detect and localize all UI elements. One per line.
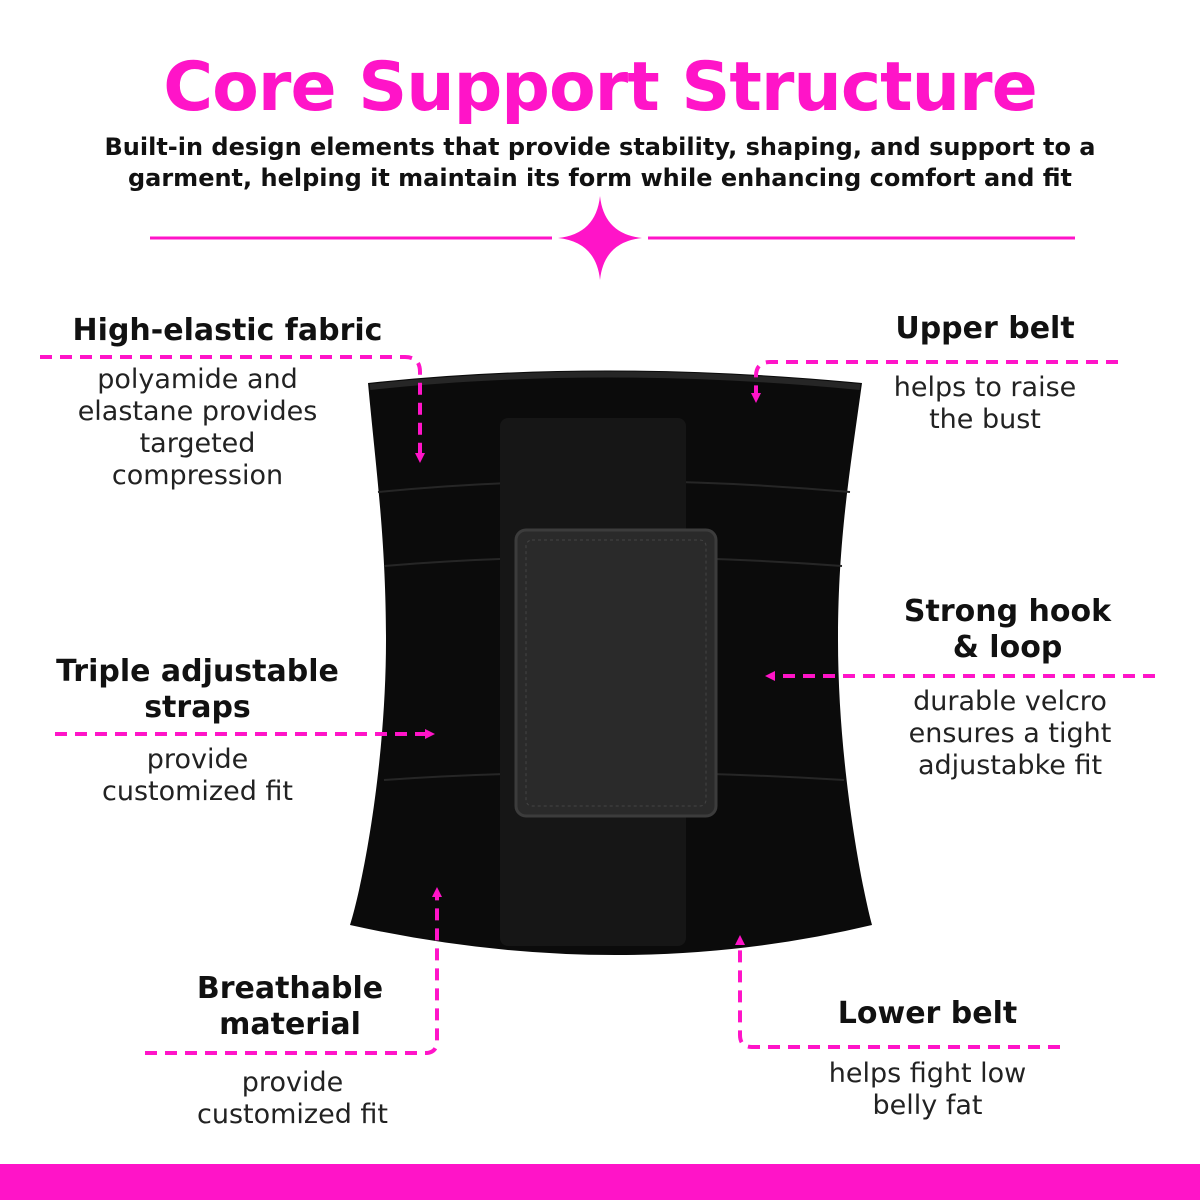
title-line: Breathable xyxy=(196,971,384,1006)
garment-top-rim xyxy=(369,371,861,390)
title-line: material xyxy=(219,1007,361,1042)
feature-breathable-title: Breathable material xyxy=(150,971,430,1043)
desc-line: adjustabke fit xyxy=(917,750,1103,781)
title-line: Triple adjustable xyxy=(56,654,339,689)
four-point-star-icon xyxy=(558,196,642,280)
desc-line: belly fat xyxy=(872,1090,983,1121)
feature-breathable-desc: provide customized fit xyxy=(155,1067,430,1131)
desc-line: customized fit xyxy=(196,1099,389,1130)
desc-line: helps fight low xyxy=(828,1058,1027,1089)
feature-lower-desc: helps fight low belly fat xyxy=(790,1058,1065,1122)
feature-fabric-title: High-elastic fabric xyxy=(72,313,383,348)
bottom-accent-bar xyxy=(0,1164,1200,1200)
feature-upper-desc: helps to raise the bust xyxy=(845,372,1125,436)
feature-straps-title: Triple adjustable straps xyxy=(35,654,360,726)
callout-lines xyxy=(40,355,1155,1055)
desc-line: polyamide and xyxy=(97,364,298,395)
desc-line: elastane provides xyxy=(77,396,318,427)
title-line: & loop xyxy=(952,630,1063,665)
desc-line: provide xyxy=(241,1067,344,1098)
header-divider xyxy=(150,196,1075,280)
lower-belt-connector xyxy=(735,935,1060,1049)
desc-line: the bust xyxy=(929,404,1041,435)
page-subtitle: Built-in design elements that provide st… xyxy=(40,132,1160,194)
feature-upper-title: Upper belt xyxy=(895,311,1075,346)
title-line: Strong hook xyxy=(903,594,1112,629)
title-line: straps xyxy=(144,690,251,725)
page-title: Core Support Structure xyxy=(163,48,1037,127)
subtitle-line-2: garment, helping it maintain its form wh… xyxy=(127,164,1073,192)
desc-line: provide xyxy=(146,744,249,775)
feature-lower-title: Lower belt xyxy=(837,996,1018,1031)
desc-line: durable velcro xyxy=(913,686,1107,717)
desc-line: targeted xyxy=(139,428,256,459)
waist-trainer-image xyxy=(350,370,872,955)
feature-fabric-desc: polyamide and elastane provides targeted… xyxy=(40,364,355,492)
desc-line: ensures a tight xyxy=(908,718,1112,749)
desc-line: customized fit xyxy=(101,776,294,807)
upper-belt-connector xyxy=(751,360,1118,403)
desc-line: compression xyxy=(111,460,284,491)
breathable-connector xyxy=(145,887,442,1055)
velcro-panel xyxy=(514,528,718,818)
feature-straps-desc: provide customized fit xyxy=(60,744,335,808)
desc-line: helps to raise xyxy=(893,372,1077,403)
feature-hook-desc: durable velcro ensures a tight adjustabk… xyxy=(880,686,1140,782)
fabric-connector xyxy=(40,355,425,463)
subtitle-line-1: Built-in design elements that provide st… xyxy=(104,133,1096,161)
feature-hook-title: Strong hook & loop xyxy=(880,594,1135,666)
